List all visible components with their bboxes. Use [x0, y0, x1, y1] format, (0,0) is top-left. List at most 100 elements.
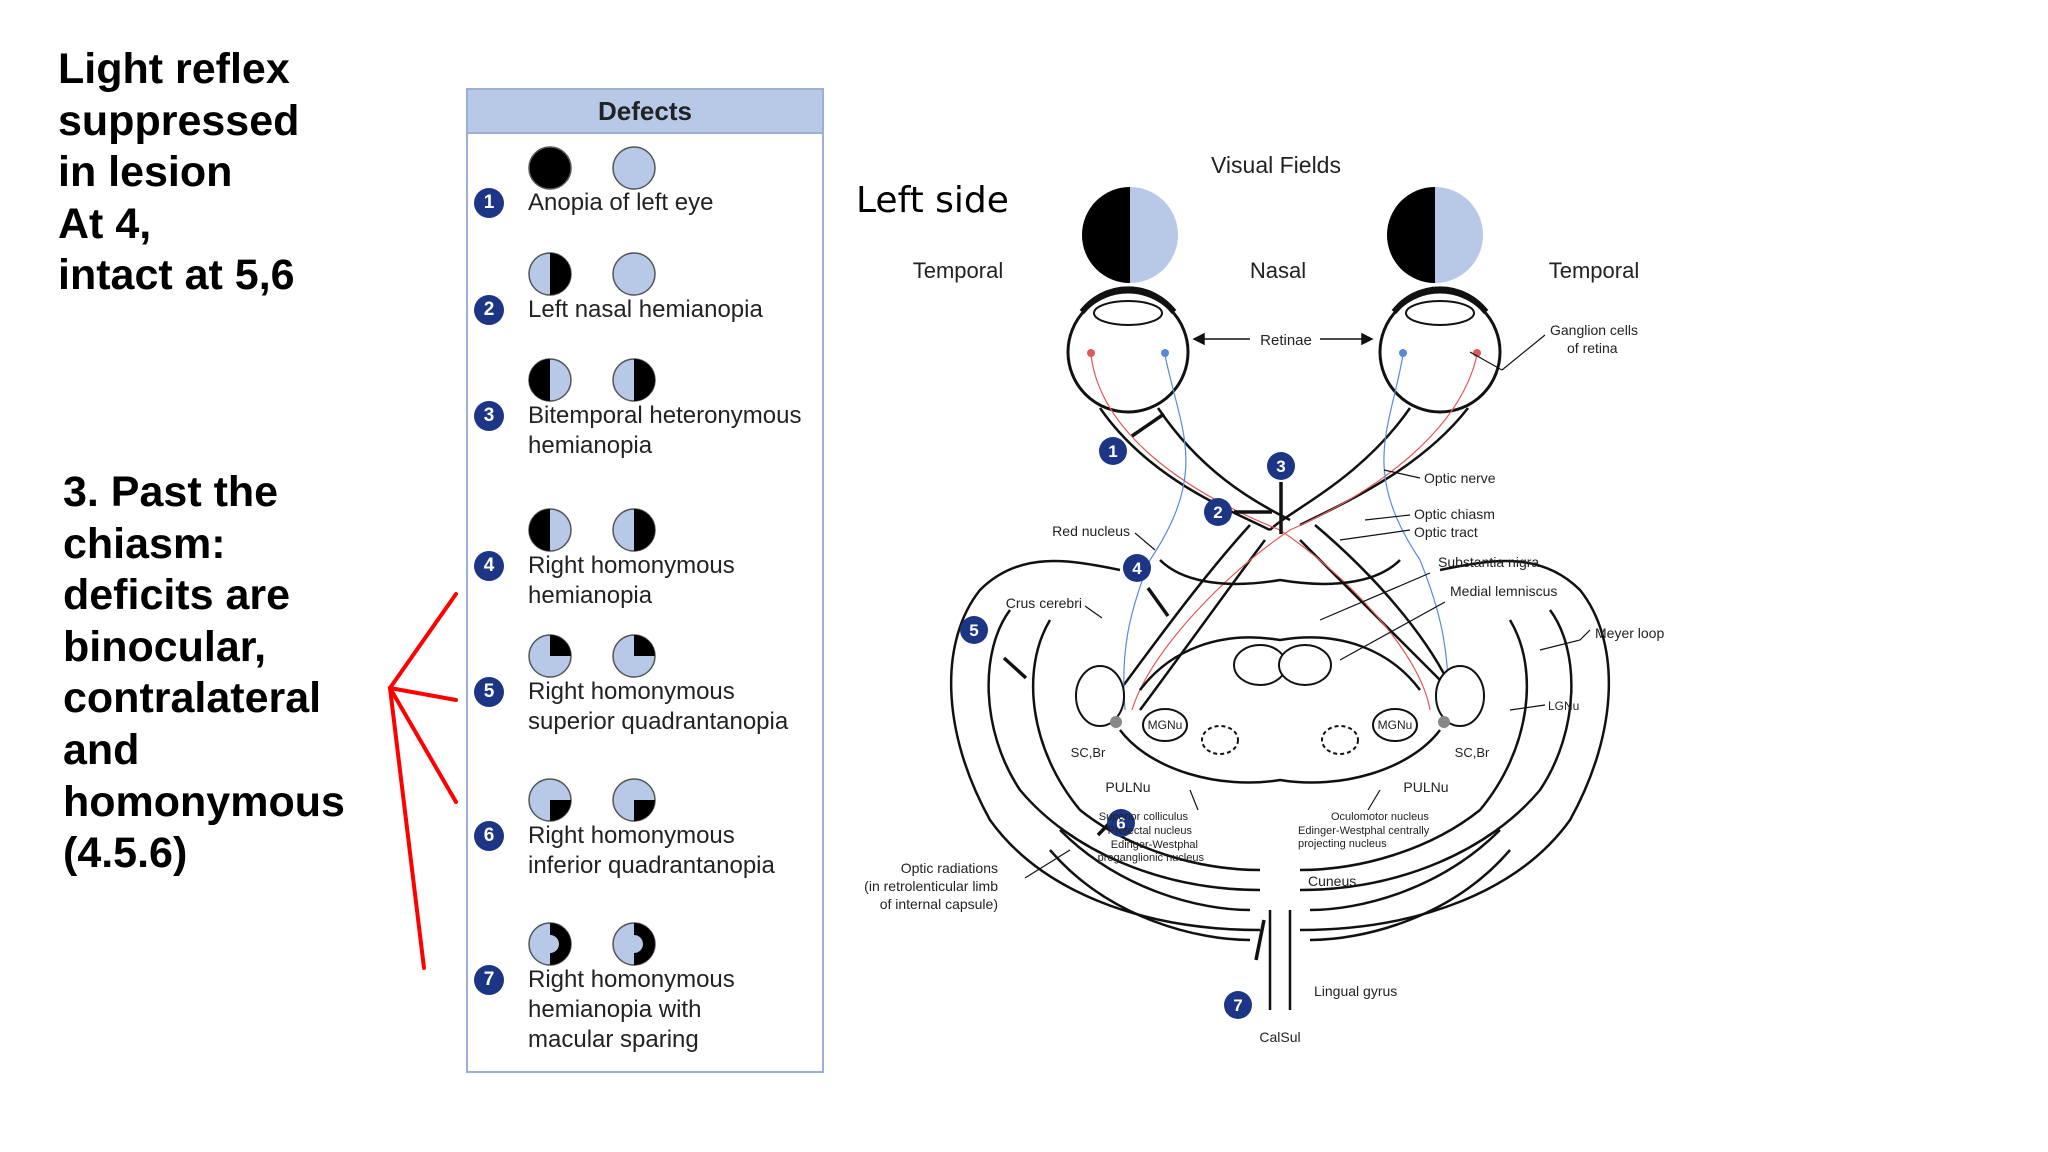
lgnu-label: LGNu — [1548, 699, 1579, 713]
ew-pre-label-1: Edinger-Westphal — [1111, 839, 1198, 851]
optic-radiations — [1049, 829, 1511, 1010]
optic-pathway — [1098, 407, 1469, 711]
meyer-loop-label: Meyer loop — [1595, 625, 1664, 641]
field-icons-3 — [528, 358, 656, 402]
arrow-to-6 — [388, 686, 458, 804]
svg-text:6: 6 — [1116, 814, 1125, 833]
lesion-badge-1: 1 — [1099, 437, 1127, 465]
oculomotor-label: Oculomotor nucleus — [1331, 811, 1429, 823]
field-icons-6 — [528, 778, 656, 822]
note-line: chiasm: — [63, 519, 226, 568]
nasal-label: Nasal — [1250, 258, 1306, 283]
svg-text:1: 1 — [1108, 442, 1117, 461]
defect-label-line: Right homonymous — [528, 822, 735, 849]
field-icons-2 — [528, 252, 656, 296]
defect-label-line: hemianopia — [528, 582, 653, 609]
right-eye-defect-icon — [634, 359, 655, 401]
crus-cerebri-label: Crus cerebri — [1006, 595, 1082, 611]
note-line: 3. Past the — [63, 468, 279, 516]
note-line: contralateral — [63, 674, 322, 723]
defect-number-badge: 7 — [474, 965, 504, 995]
defect-number-badge: 4 — [474, 551, 504, 581]
left-eye-defect-icon — [529, 359, 550, 401]
lesion-badge-6: 6 — [1107, 809, 1135, 837]
right-eye-defect-icon — [634, 509, 655, 551]
defect-number-badge: 6 — [474, 821, 504, 851]
defect-label-line: Left nasal hemianopia — [528, 296, 763, 323]
arrow-to-5 — [388, 686, 458, 702]
defect-label-7: Right homonymous hemianopia with macular… — [528, 965, 735, 1055]
cuneus-label: Cuneus — [1308, 873, 1356, 889]
right-eye-defect-icon — [634, 800, 655, 821]
lgnu-dots — [1110, 716, 1450, 728]
mgnu-right-label: MGNu — [1378, 718, 1413, 732]
substantia-nigra-label: Substantia nigra — [1438, 554, 1539, 570]
left-eye-defect-icon — [550, 923, 571, 965]
right-visual-field — [1387, 187, 1483, 283]
red-nucleus-label: Red nucleus — [1052, 523, 1130, 539]
note-line: suppressed — [58, 96, 300, 145]
defect-label-6: Right homonymous inferior quadrantanopia — [528, 821, 775, 881]
temporal-right-label: Temporal — [1549, 258, 1639, 283]
ew-pre-label-2: preganglionic nucleus — [1098, 852, 1205, 864]
optic-radiations-label-1: Optic radiations — [901, 860, 998, 876]
lingual-gyrus-label: Lingual gyrus — [1314, 983, 1397, 999]
note-line: binocular, — [63, 622, 267, 671]
note-line: homonymous — [63, 777, 345, 826]
svg-text:5: 5 — [969, 621, 978, 640]
lesion-badge-2: 2 — [1204, 498, 1232, 526]
note-past-chiasm: 3. Past the chiasm: deficits are binocul… — [63, 467, 345, 880]
retinae-arrow — [1192, 332, 1374, 346]
optic-tract-label: Optic tract — [1414, 524, 1478, 540]
left-eye — [1066, 286, 1190, 414]
visual-pathway-diagram: Visual Fields Temporal Nasal Temporal Re… — [864, 152, 1664, 1045]
defect-label-line: hemianopia with — [528, 996, 702, 1023]
superior-colliculus-label: Superior colliculus — [1099, 811, 1189, 823]
calsul-label: CalSul — [1259, 1029, 1300, 1045]
defect-label-line: Anopia of left eye — [528, 189, 714, 216]
pulnu-right-label: PULNu — [1403, 779, 1448, 795]
mgnu-left-body — [1142, 708, 1188, 742]
defect-label-3: Bitemporal heteronymous hemianopia — [528, 401, 801, 461]
right-eye-defect-icon — [634, 923, 655, 965]
defect-number-badge: 1 — [474, 188, 504, 218]
svg-text:7: 7 — [1233, 996, 1242, 1015]
note-line: in lesion — [58, 148, 233, 197]
defect-label-line: hemianopia — [528, 432, 653, 459]
lesion-badge-4: 4 — [1123, 554, 1151, 582]
field-icons-5 — [528, 634, 656, 678]
arrow-to-7 — [388, 686, 426, 970]
mgnu-right-body — [1372, 708, 1418, 742]
defect-label-5: Right homonymous superior quadrantanopia — [528, 677, 788, 737]
optic-radiations-label-3: of internal capsule) — [880, 896, 998, 912]
defect-label-line: Right homonymous — [528, 552, 735, 579]
scbr-left-label: SC,Br — [1071, 745, 1106, 760]
pretectal-label: Pretectal nucleus — [1108, 825, 1193, 837]
defect-label-2: Left nasal hemianopia — [528, 295, 763, 325]
fiber-tracts — [1090, 354, 1478, 711]
defect-label-line: Bitemporal heteronymous — [528, 402, 802, 429]
lesion-badge-7: 7 — [1224, 991, 1252, 1019]
defect-label-line: superior quadrantanopia — [528, 708, 789, 735]
optic-nerve-label: Optic nerve — [1424, 470, 1496, 486]
arrow-to-4 — [388, 592, 458, 690]
note-line: Light reflex — [58, 45, 290, 93]
pulnu-left-label: PULNu — [1105, 779, 1150, 795]
nuclei — [1075, 644, 1485, 755]
optic-radiations-label-2: (in retrolenticular limb — [864, 878, 998, 894]
note-line: (4.5.6) — [63, 829, 188, 878]
visual-fields-title: Visual Fields — [1211, 152, 1341, 178]
ganglion-label-2: of retina — [1567, 340, 1618, 356]
field-icons-7 — [528, 922, 656, 966]
right-eye-field-icon — [612, 146, 656, 190]
note-line: At 4, — [58, 199, 152, 248]
optic-chiasm-label: Optic chiasm — [1414, 506, 1495, 522]
defects-title: Defects — [468, 90, 822, 134]
note-line: intact at 5,6 — [58, 251, 295, 300]
lesion-number-badges: 1 2 3 4 5 6 7 — [960, 437, 1295, 1019]
note-light-reflex: Light reflex suppressed in lesion At 4, … — [58, 44, 299, 302]
left-visual-field — [1082, 187, 1178, 283]
ew-central-label-2: projecting nucleus — [1298, 838, 1387, 850]
ganglion-label-1: Ganglion cells — [1550, 322, 1638, 338]
right-eye-field-icon — [612, 252, 656, 296]
